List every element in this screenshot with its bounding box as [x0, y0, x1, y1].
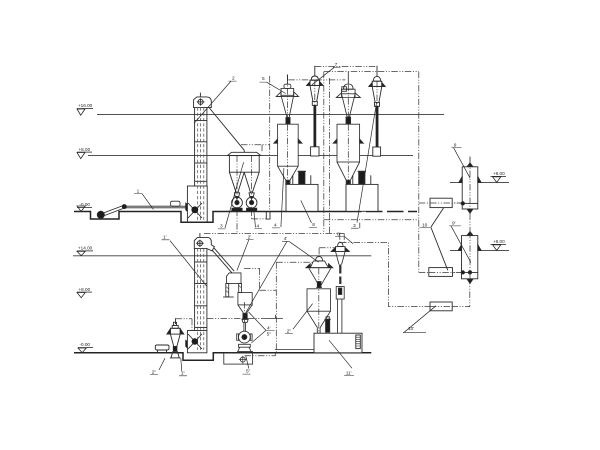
svg-text:4: 4 [257, 223, 260, 229]
svg-text:4': 4' [267, 325, 271, 331]
svg-text:8': 8' [337, 231, 341, 237]
svg-text:+14.00: +14.00 [78, 246, 93, 251]
svg-text:2": 2" [287, 328, 292, 334]
svg-text:5: 5 [262, 76, 265, 82]
svg-text:9': 9' [452, 221, 456, 227]
svg-text:2': 2' [248, 234, 252, 240]
svg-text:3: 3 [353, 223, 356, 229]
svg-text:10': 10' [408, 326, 414, 332]
svg-text:4: 4 [274, 223, 277, 229]
svg-text:8: 8 [312, 222, 315, 228]
svg-text:9: 9 [454, 142, 457, 148]
svg-text:3: 3 [220, 224, 223, 230]
svg-text:2: 2 [232, 76, 235, 82]
svg-text:-0.00: -0.00 [80, 202, 91, 207]
svg-text:4': 4' [284, 236, 288, 242]
svg-text:+16.00: +16.00 [78, 103, 93, 108]
svg-text:2": 2" [152, 369, 157, 375]
svg-text:7: 7 [335, 62, 338, 68]
svg-text:5": 5" [246, 369, 251, 375]
svg-text:1: 1 [137, 188, 140, 194]
svg-text:10: 10 [422, 222, 428, 228]
svg-text:+8.00: +8.00 [493, 239, 505, 244]
svg-text:+8.00: +8.00 [79, 287, 91, 292]
svg-text:+8.00: +8.00 [493, 171, 505, 176]
svg-text:1': 1' [163, 235, 167, 241]
svg-text:5": 5" [267, 332, 272, 338]
svg-text:-0.00: -0.00 [80, 342, 91, 347]
svg-text:11': 11' [346, 370, 352, 376]
svg-text:+8.00: +8.00 [79, 147, 91, 152]
svg-text:1": 1" [181, 371, 186, 377]
